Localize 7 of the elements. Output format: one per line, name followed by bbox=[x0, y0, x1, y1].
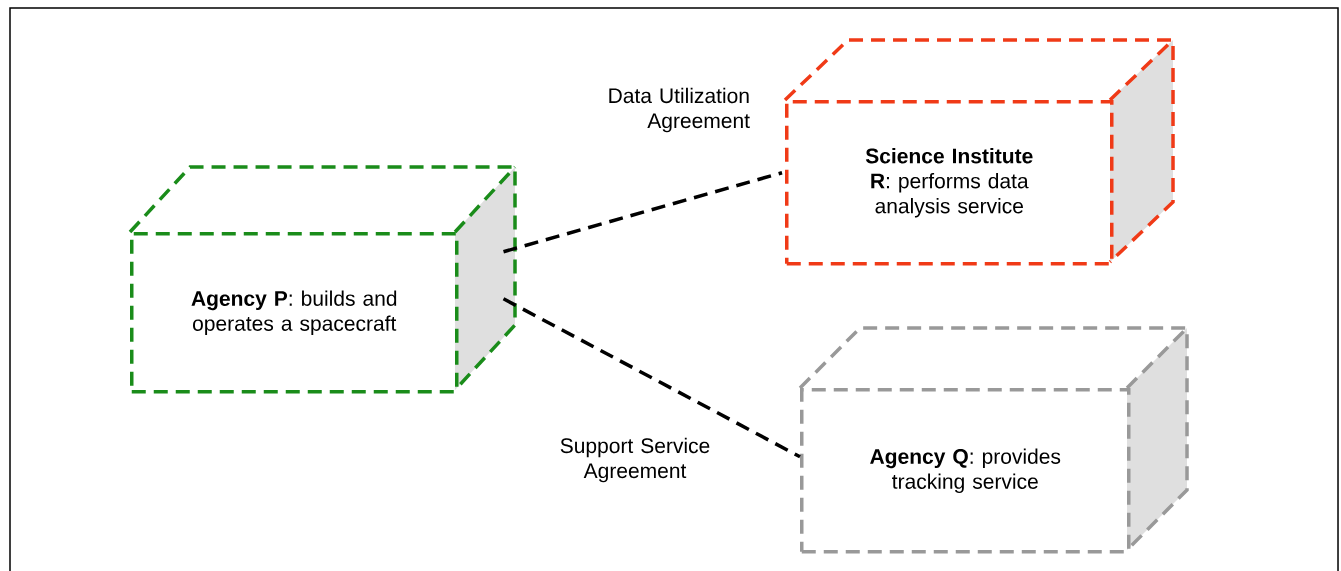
edge-label: Data Utilization Agreement bbox=[609, 87, 750, 133]
cuboid-box: Science Institute R: performs data analysis service bbox=[783, 38, 1175, 266]
cuboid-box: Agency P: builds and operates a spacecraft bbox=[128, 165, 517, 394]
cuboid-box: Agency Q: provides tracking service bbox=[798, 326, 1189, 554]
edge-label: Support Service Agreement bbox=[560, 437, 710, 483]
connector-line bbox=[502, 297, 801, 459]
connector-line bbox=[503, 171, 783, 254]
